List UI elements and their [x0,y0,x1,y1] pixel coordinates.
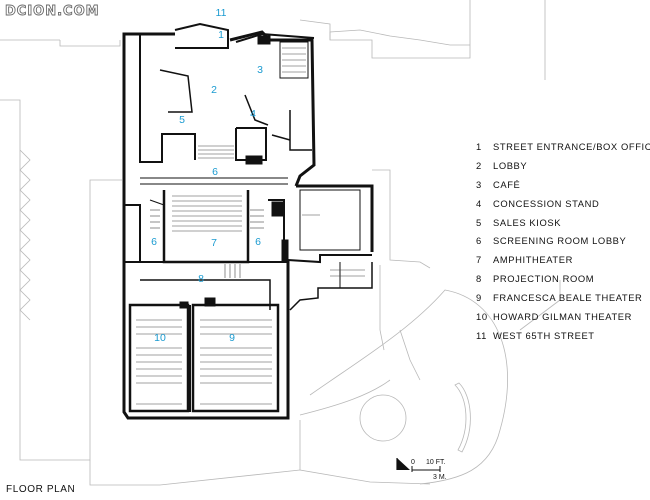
room-number-6-corridor: 6 [212,166,218,178]
site-context [0,0,561,486]
watermark: DCION.COM [5,4,100,20]
scale-meters-label: 3 M. [433,474,447,481]
room-number-11: 11 [216,7,227,19]
plan-caption: FLOOR PLAN [6,484,76,495]
room-number-5: 5 [179,114,185,126]
building-walls [122,22,374,420]
room-number-7: 7 [211,237,217,249]
interior-details [136,47,365,405]
room-numbers: 11 1 2 3 4 5 6 6 6 7 8 9 10 [151,7,263,344]
room-number-6-west: 6 [151,236,157,248]
room-number-9: 9 [229,332,235,344]
room-number-3: 3 [257,64,263,76]
room-number-1: 1 [218,29,224,41]
scale-feet-label: 10 FT. [426,459,446,466]
scale-zero-label: 0 [411,459,415,466]
room-number-8: 8 [198,273,204,285]
scale-bar: 0 10 FT. 3 M. [396,458,447,481]
room-number-2: 2 [211,84,217,96]
room-number-4: 4 [250,108,256,120]
room-number-6-east: 6 [255,236,261,248]
room-number-10: 10 [154,332,166,344]
